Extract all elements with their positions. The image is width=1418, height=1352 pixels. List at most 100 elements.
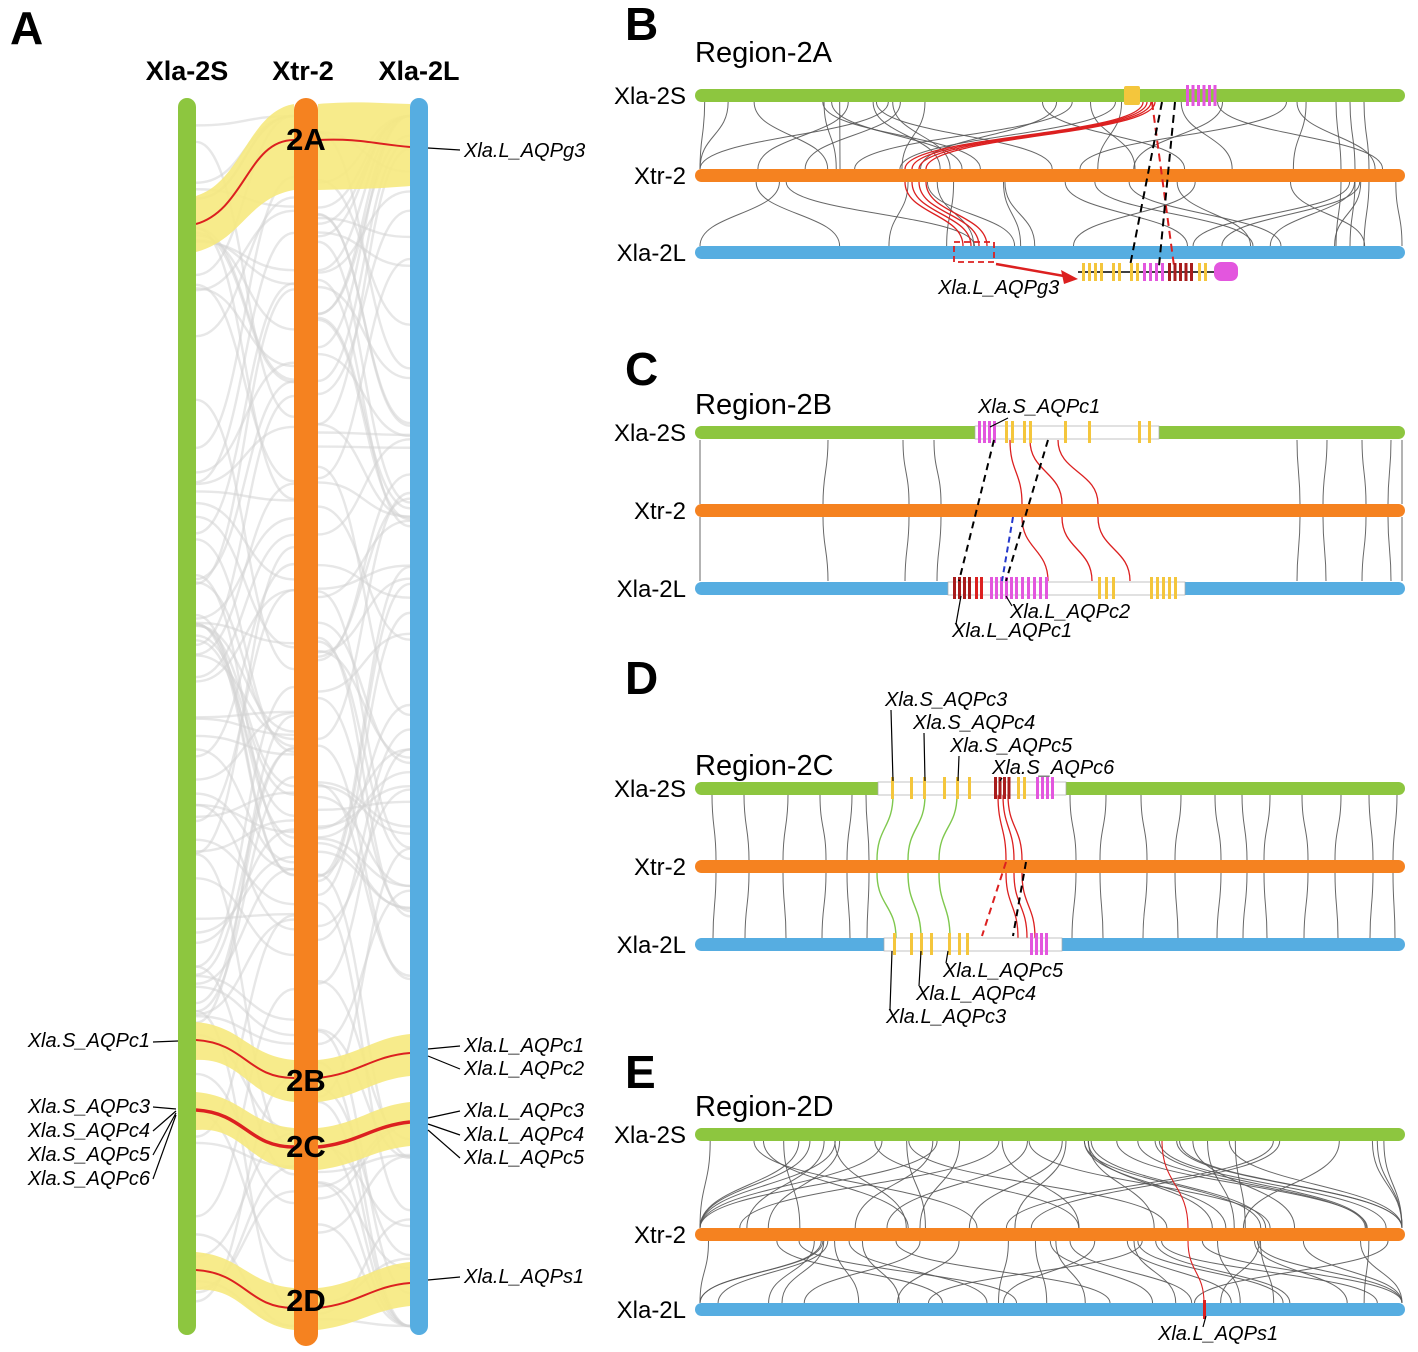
- dark-red-gene-tick: [994, 777, 997, 799]
- gold-gene-block: [1124, 86, 1140, 105]
- row-label-xla2l: Xla-2L: [617, 932, 686, 959]
- region-label-2a: 2A: [286, 122, 326, 157]
- magenta-gene-tick: [1045, 577, 1048, 599]
- red-link: [1009, 439, 1023, 505]
- panel-c-chromosome-bars: [695, 425, 1405, 596]
- synteny-curve: [782, 872, 787, 939]
- green-link: [938, 794, 958, 861]
- gray-ribbon: [195, 282, 295, 535]
- synteny-curve: [1221, 181, 1361, 247]
- gold-gene-tick: [1100, 263, 1103, 281]
- synteny-curve: [753, 101, 829, 170]
- gray-ribbon: [195, 501, 295, 581]
- magenta-gene-tick: [990, 577, 993, 599]
- gold-gene-tick: [948, 933, 951, 955]
- bar-xla2s: [178, 98, 196, 1335]
- synteny-curve: [904, 516, 910, 582]
- magenta-gene-tick: [1021, 577, 1024, 599]
- magenta-gene-tick: [1027, 577, 1030, 599]
- red-link: [1002, 794, 1015, 861]
- gold-gene-tick: [1156, 577, 1159, 599]
- bar-xla2l: [695, 1303, 1405, 1316]
- gray-ribbon: [317, 231, 411, 268]
- red-link: [1021, 872, 1036, 939]
- red-link: [911, 181, 972, 247]
- synteny-curve: [1371, 1140, 1403, 1229]
- gold-gene-tick: [1168, 577, 1171, 599]
- synteny-curve: [834, 1240, 860, 1304]
- gene-label-xlal-aqpc5: Xla.L_AQPc5: [942, 960, 1064, 982]
- synteny-curve: [1094, 181, 1254, 247]
- synteny-curve: [1083, 1140, 1262, 1229]
- red-dashed-link: [981, 861, 1007, 937]
- region-label-2b: 2B: [286, 1063, 326, 1098]
- gray-ribbon: [317, 1028, 411, 1159]
- synteny-curve: [1005, 1140, 1274, 1229]
- gene-pointer-lines-bottom: [889, 950, 949, 1010]
- gold-gene-tick: [910, 777, 913, 799]
- dark-red-gene-tick: [1179, 263, 1182, 281]
- synteny-curve: [1028, 1140, 1271, 1229]
- gray-ribbon: [195, 283, 295, 483]
- synteny-curve: [1217, 1240, 1241, 1304]
- gray-ribbon: [195, 803, 295, 834]
- gene-label-xlal-aqpg3: Xla.L_AQPg3: [463, 140, 585, 162]
- row-label-xla2s: Xla-2S: [614, 1122, 686, 1149]
- panel-a-red-links: [195, 138, 411, 1309]
- synteny-curve: [1079, 101, 1287, 170]
- gene-label-xlas-aqpc1: Xla.S_AQPc1: [27, 1030, 150, 1052]
- synteny-curve: [755, 181, 841, 247]
- synteny-curve: [1004, 181, 1036, 247]
- gray-ribbon: [195, 209, 295, 292]
- magenta-gene-tick: [1005, 577, 1008, 599]
- synteny-curve: [1334, 181, 1362, 247]
- gray-ribbon: [195, 803, 295, 931]
- synteny-curve: [699, 181, 780, 247]
- gold-gene-tick: [1023, 421, 1026, 443]
- synteny-curve: [1242, 872, 1248, 939]
- red-gene-tick: [975, 577, 978, 599]
- synteny-curve: [1069, 794, 1077, 861]
- synteny-curve: [819, 794, 827, 861]
- synteny-curve: [1001, 1140, 1080, 1229]
- gold-gene-tick: [1138, 421, 1141, 443]
- gray-ribbon: [195, 747, 295, 976]
- synteny-curve: [822, 101, 981, 170]
- gray-ribbon: [195, 196, 295, 338]
- synteny-curve: [1392, 872, 1396, 939]
- gold-gene-tick: [966, 933, 969, 955]
- gold-gene-tick: [1136, 263, 1139, 281]
- row-label-xla2s: Xla-2S: [614, 776, 686, 803]
- synteny-curve: [865, 794, 870, 861]
- yellow-band-2c: [196, 1092, 294, 1170]
- synteny-curve: [1155, 1240, 1291, 1304]
- gold-gene-tick: [1011, 421, 1014, 443]
- panel-d-chromosome-bars: [695, 781, 1405, 952]
- synteny-curve: [933, 439, 942, 505]
- synteny-curve: [753, 1140, 978, 1229]
- magenta-gene-tick: [1035, 933, 1038, 955]
- magenta-gene-tick: [1030, 933, 1033, 955]
- dark-red-gene-tick: [1173, 263, 1177, 281]
- gray-ribbon: [317, 784, 411, 835]
- magenta-gene-tick: [1041, 777, 1044, 799]
- red-link: [925, 101, 1156, 170]
- gene-label-xlal-aqpg3: Xla.L_AQPg3: [937, 277, 1059, 299]
- gene-label-xlas-aqpc6: Xla.S_AQPc6: [27, 1168, 151, 1190]
- gold-gene-tick: [1198, 263, 1201, 281]
- gray-ribbon: [195, 775, 295, 1013]
- synteny-curve: [821, 872, 827, 939]
- row-label-xtr2: Xtr-2: [634, 498, 686, 525]
- synteny-curve: [1359, 1240, 1403, 1304]
- gray-ribbon: [317, 788, 411, 928]
- synteny-curve: [1256, 1240, 1403, 1304]
- synteny-curve: [1137, 1140, 1366, 1229]
- gold-gene-tick: [1148, 421, 1151, 443]
- yellow-band-2d: [196, 1252, 294, 1330]
- gene-label-xlas-aqpc4: Xla.S_AQPc4: [912, 712, 1035, 734]
- magenta-gene-tick: [1155, 263, 1158, 281]
- bar-xtr2: [695, 504, 1405, 517]
- gray-ribbon: [317, 649, 411, 759]
- red-link-2d: [195, 1269, 411, 1309]
- gold-gene-tick: [1112, 263, 1115, 281]
